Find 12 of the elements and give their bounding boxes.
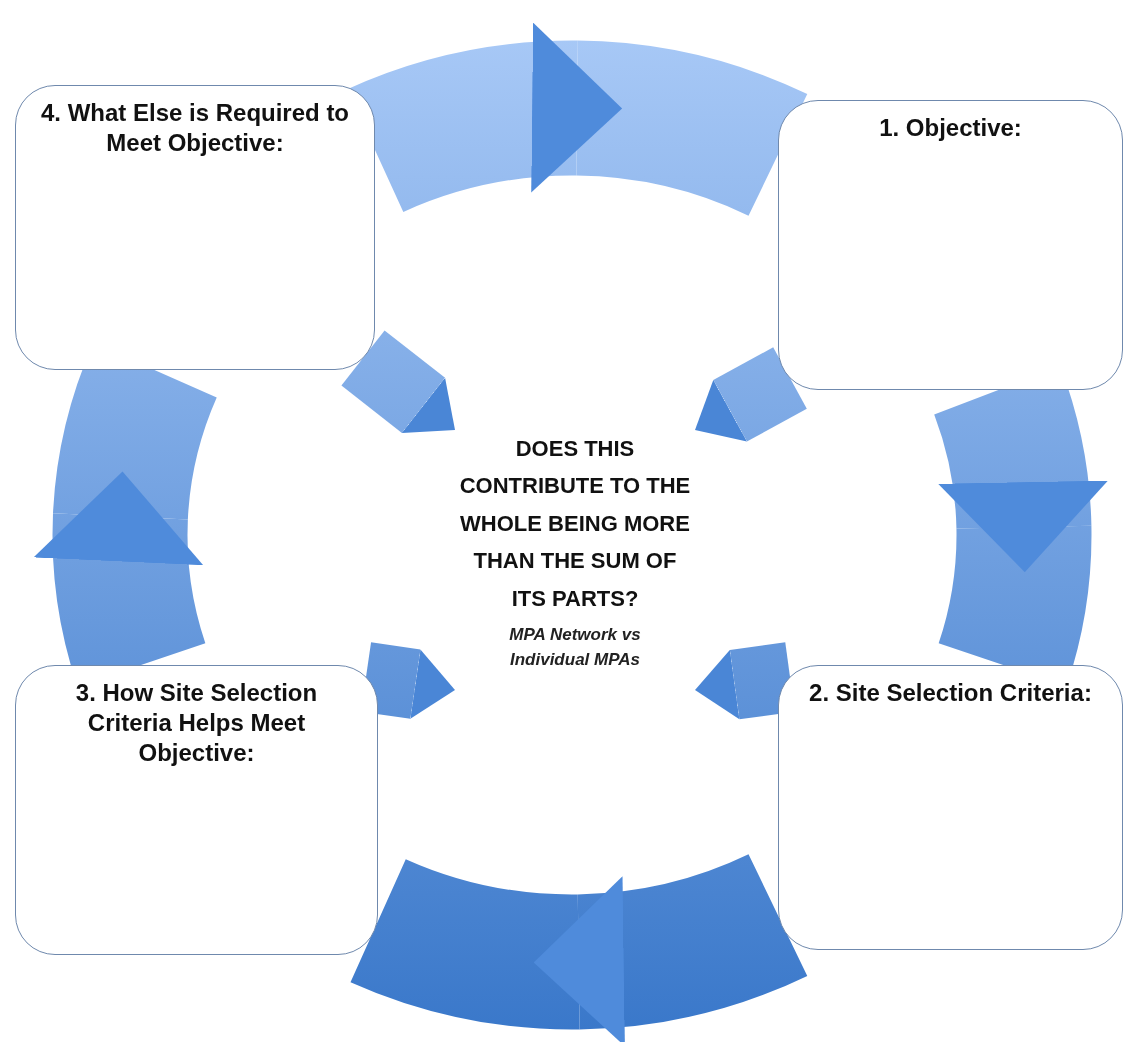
step-box	[15, 85, 375, 370]
question-text: DOES THIS CONTRIBUTE TO THE WHOLE BEING MORE THAN THE SUM OF ITS PARTS?	[458, 435, 692, 613]
step-heading: 2. Site Selection Criteria:	[808, 678, 1093, 708]
step-heading: 4. What Else is Required to Meet Objective:	[39, 98, 351, 158]
step-box	[778, 665, 1123, 950]
step-box	[15, 665, 378, 955]
step-heading: 3. How Site Selection Criteria Helps Meet Objective:	[74, 678, 319, 768]
step-box	[778, 100, 1123, 390]
step-heading: 1. Objective:	[878, 113, 1023, 143]
pointer-arrow	[695, 347, 807, 442]
note-text: MPA Network vs Individual MPAs	[508, 623, 642, 671]
pointer-arrow	[341, 330, 455, 433]
